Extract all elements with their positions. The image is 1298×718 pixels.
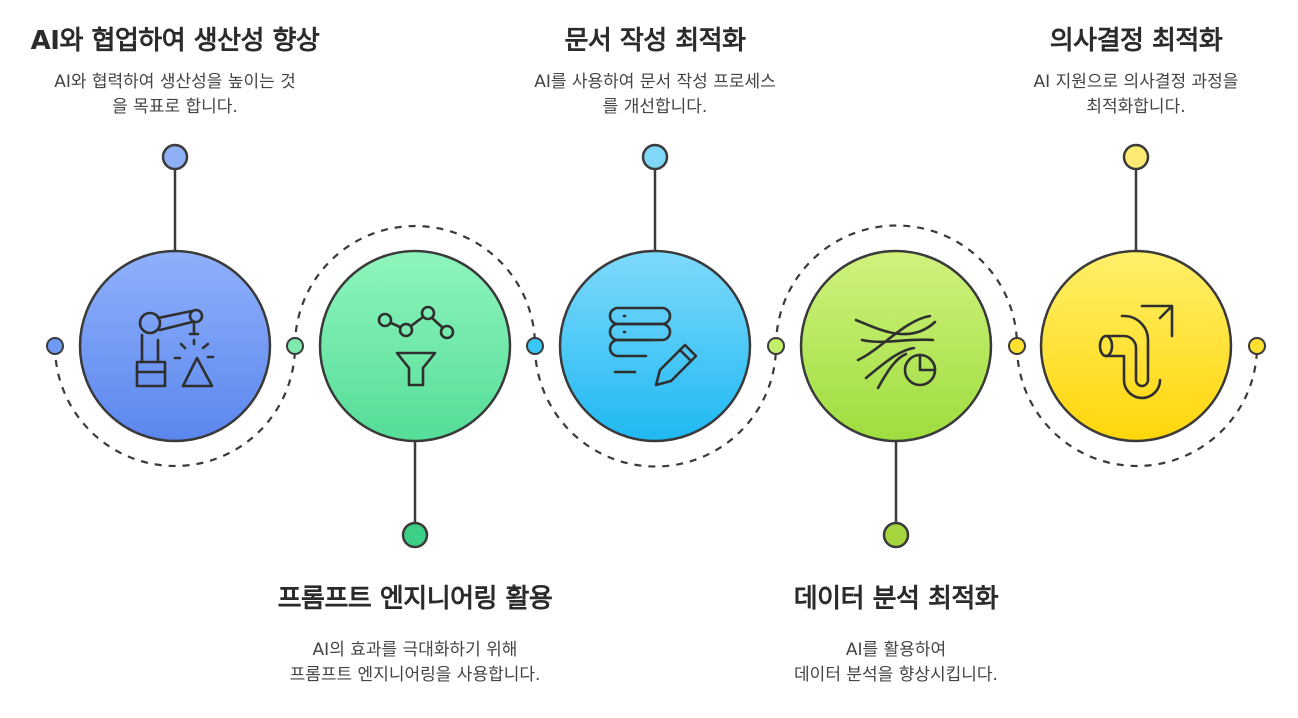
junction-dot bbox=[46, 337, 64, 355]
step-title: AI와 협업하여 생산성 향상 bbox=[30, 26, 320, 56]
step-description: AI를 사용하여 문서 작성 프로세스 를 개선합니다. bbox=[534, 72, 776, 117]
stem-node bbox=[641, 143, 669, 171]
connector-arc bbox=[53, 345, 297, 468]
step-circle bbox=[799, 249, 993, 443]
step-circles bbox=[78, 249, 1233, 443]
step-description: AI 지원으로 의사결정 과정을 최적화합니다. bbox=[1033, 72, 1239, 117]
step-circle bbox=[558, 249, 752, 443]
junction-dots bbox=[46, 337, 1266, 355]
step-description: AI를 활용하여 데이터 분석을 향상시킵니다. bbox=[794, 640, 998, 685]
data-flow-pie-icon bbox=[854, 314, 937, 390]
document-pencil-icon bbox=[608, 306, 698, 387]
stem-nodes bbox=[161, 143, 1150, 549]
funnel-graph-icon bbox=[377, 305, 455, 387]
junction-dot bbox=[767, 337, 785, 355]
step-title: 프롬프트 엔지니어링 활용 bbox=[277, 584, 553, 614]
junction-dot bbox=[1008, 337, 1026, 355]
step-title: 의사결정 최적화 bbox=[1049, 26, 1223, 56]
junction-dot bbox=[526, 337, 544, 355]
path-arrow-icon bbox=[1098, 304, 1174, 400]
connector-arc bbox=[1015, 345, 1259, 468]
stem-node bbox=[1122, 143, 1150, 171]
connector-arc bbox=[533, 345, 778, 468]
step-description: AI의 효과를 극대화하기 위해 프롬프트 엔지니어링을 사용합니다. bbox=[289, 640, 541, 685]
junction-dot bbox=[286, 337, 304, 355]
step-circle bbox=[318, 249, 512, 443]
connector-arc bbox=[293, 224, 537, 347]
robot-arm-icon bbox=[135, 308, 215, 388]
step-circle bbox=[78, 249, 272, 443]
stem-node bbox=[161, 143, 189, 171]
step-description: AI와 협력하여 생산성을 높이는 것 을 목표로 합니다. bbox=[54, 72, 296, 117]
stem-node bbox=[882, 521, 910, 549]
connector-arcs bbox=[53, 224, 1259, 468]
connector-arc bbox=[774, 224, 1019, 347]
step-title: 문서 작성 최적화 bbox=[564, 26, 746, 56]
junction-dot bbox=[1248, 337, 1266, 355]
step-title: 데이터 분석 최적화 bbox=[793, 584, 999, 614]
stem-node bbox=[401, 521, 429, 549]
stems bbox=[173, 158, 1138, 534]
